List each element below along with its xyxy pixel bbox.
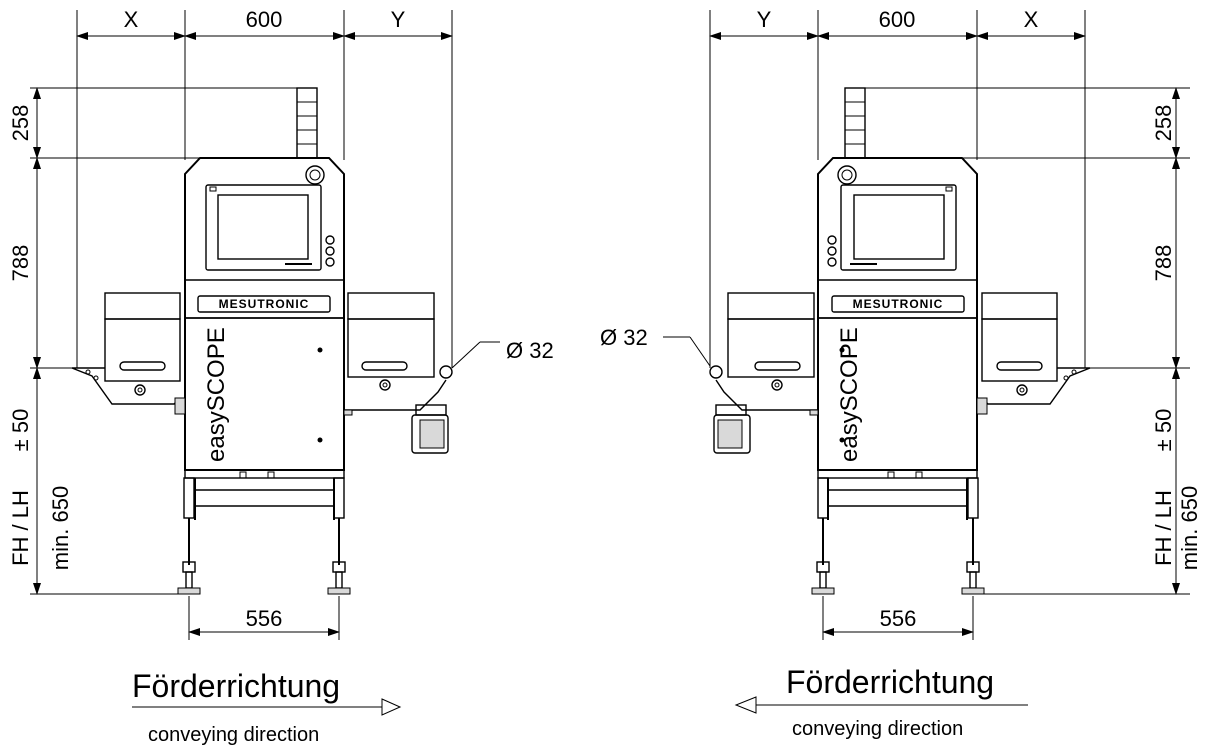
dim-conveyor-height-left: FH / LH bbox=[8, 490, 33, 566]
arrow-left-icon bbox=[734, 696, 757, 714]
dim-tolerance-right: ± 50 bbox=[1151, 409, 1176, 452]
direction-label-en-left: conveying direction bbox=[148, 724, 319, 746]
dim-conveyor-height-right: FH / LH bbox=[1151, 490, 1176, 566]
dim-y-left: Y bbox=[391, 7, 406, 32]
dim-min-height-right: min. 650 bbox=[1177, 486, 1202, 570]
model-label-left: easySCOPE bbox=[203, 327, 230, 462]
dim-top-height-left: 258 bbox=[8, 105, 33, 142]
dim-cabinet-height-left: 788 bbox=[8, 245, 33, 282]
dimensions-left bbox=[30, 10, 500, 640]
brand-label-right: MESUTRONIC bbox=[853, 297, 944, 311]
dim-leg-spacing-right: 556 bbox=[880, 606, 917, 631]
dim-x-left: X bbox=[124, 7, 139, 32]
svg-text:easySCOPE: easySCOPE bbox=[836, 327, 863, 462]
direction-indicator-right: Förderrichtung conveying direction bbox=[734, 664, 1028, 740]
dim-top-height-right: 258 bbox=[1151, 105, 1176, 142]
dimensions-right bbox=[663, 10, 1190, 640]
model-label-right: easySCOPE bbox=[836, 327, 863, 462]
direction-label-en-right: conveying direction bbox=[792, 718, 963, 740]
dim-width-left: 600 bbox=[246, 7, 283, 32]
direction-indicator-left: Förderrichtung conveying direction bbox=[132, 668, 402, 746]
direction-label-de-left: Förderrichtung bbox=[132, 668, 340, 704]
dim-pipe-diameter-right: Ø 32 bbox=[600, 325, 648, 350]
dim-min-height-left: min. 650 bbox=[48, 486, 73, 570]
dim-x-right: X bbox=[1024, 7, 1039, 32]
dim-y-right: Y bbox=[757, 7, 772, 32]
model-prefix-right: easy bbox=[836, 411, 863, 462]
dim-pipe-diameter-left: Ø 32 bbox=[506, 338, 554, 363]
dim-width-right: 600 bbox=[879, 7, 916, 32]
dim-leg-spacing-left: 556 bbox=[246, 606, 283, 631]
svg-text:easySCOPE: easySCOPE bbox=[203, 327, 230, 462]
dim-cabinet-height-right: 788 bbox=[1151, 245, 1176, 282]
arrow-right-icon bbox=[381, 698, 402, 716]
model-name-left: SCOPE bbox=[203, 327, 230, 411]
direction-label-de-right: Förderrichtung bbox=[786, 664, 994, 700]
model-name-right: SCOPE bbox=[836, 327, 863, 411]
dim-tolerance-left: ± 50 bbox=[8, 409, 33, 452]
machine-view-right bbox=[709, 87, 1091, 595]
brand-label-left: MESUTRONIC bbox=[219, 297, 310, 311]
machine-view-left bbox=[71, 87, 453, 595]
model-prefix-left: easy bbox=[203, 411, 230, 462]
